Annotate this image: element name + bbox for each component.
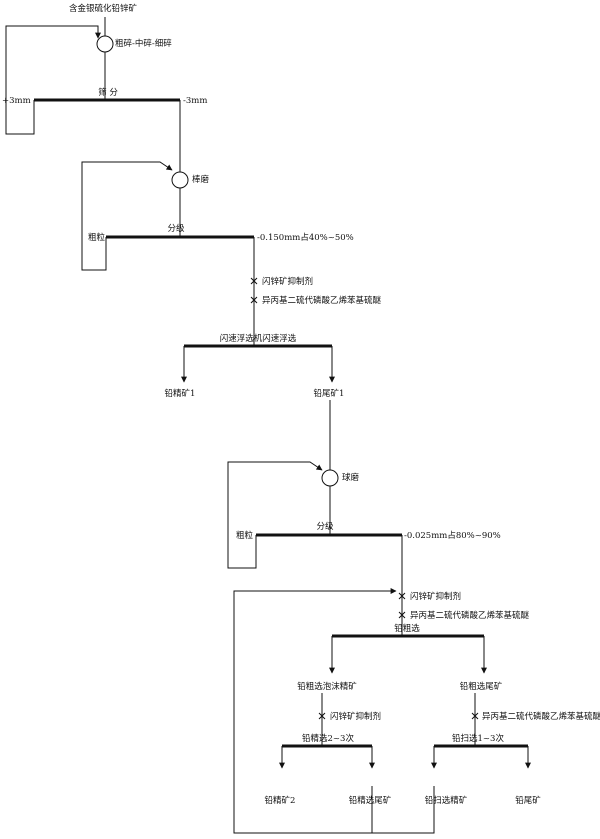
classifier1-fine-label: -0.150mm占40%~50%: [257, 233, 354, 243]
middlings-recycle-line: [233, 588, 397, 834]
reagent1-collector-label: 异丙基二硫代磷酸乙烯苯基硫醚: [262, 296, 382, 306]
ball-mill-label: 球磨: [342, 473, 360, 483]
lead-concentrate2-label: 铅精矿2: [264, 796, 296, 806]
lead-tailing-label: 铅尾矿: [515, 796, 541, 806]
rod-mill-label: 棒磨: [192, 175, 210, 185]
reagent3-depressant-label: 闪锌矿抑制剂: [330, 712, 382, 722]
reagent1-marker-2: [250, 296, 258, 304]
crush-label: 粗碎-中碎-细碎: [115, 39, 172, 49]
classifier2-coarse-label: 粗粒: [236, 531, 254, 541]
classifier2-coarse-return-line: [227, 461, 323, 569]
scavenger-recycle-line: [372, 786, 435, 834]
reagent2-marker-1: [398, 592, 406, 600]
classifier2-fine-label: -0.025mm占80%~90%: [404, 531, 501, 541]
screen-label: 筛 分: [98, 88, 118, 98]
reagent2-depressant-label: 闪锌矿抑制剂: [410, 592, 462, 602]
cleaner-middlings-label: 铅精选尾矿: [348, 796, 392, 806]
ball-mill-circle: [321, 469, 339, 487]
crusher-circle: [96, 35, 114, 53]
rougher-label: 铅粗选: [394, 624, 420, 634]
reagent2-marker-2: [398, 611, 406, 619]
reagent3-collector-label: 异丙基二硫代磷酸乙烯苯基硫醚: [482, 712, 600, 722]
classifier1-coarse-label: 粗粒: [88, 233, 106, 243]
feed-title: 含金银硫化铅锌矿: [68, 4, 138, 14]
classifier2-label: 分级: [316, 522, 334, 532]
scavenger-concentrate-label: 铅扫选精矿: [424, 796, 468, 806]
flash-flotation-label: 闪速浮选机闪速浮选: [219, 334, 297, 344]
rougher-froth-label: 铅粗选泡沫精矿: [297, 682, 357, 692]
lead-concentrate1-label: 铅精矿1: [164, 389, 196, 399]
undersize-label: -3mm: [183, 96, 208, 106]
oversize-return-line: [5, 25, 101, 135]
reagent1-marker-1: [250, 277, 258, 285]
scavenger-label: 铅扫选1~3次: [452, 734, 504, 744]
rougher-tail-label: 铅粗选尾矿: [459, 682, 503, 692]
classifier1-label: 分级: [167, 224, 185, 234]
rod-mill-circle: [171, 171, 189, 189]
oversize-label: +3mm: [2, 96, 31, 106]
reagent3-marker-2: [471, 712, 479, 720]
lead-tailing1-label: 铅尾矿1: [313, 389, 345, 399]
cleaner-label: 铅精选2~3次: [302, 734, 354, 744]
reagent3-marker-1: [318, 712, 326, 720]
reagent1-depressant-label: 闪锌矿抑制剂: [262, 277, 314, 287]
classifier1-coarse-return-line: [81, 161, 173, 271]
reagent2-collector-label: 异丙基二硫代磷酸乙烯苯基硫醚: [410, 611, 530, 621]
